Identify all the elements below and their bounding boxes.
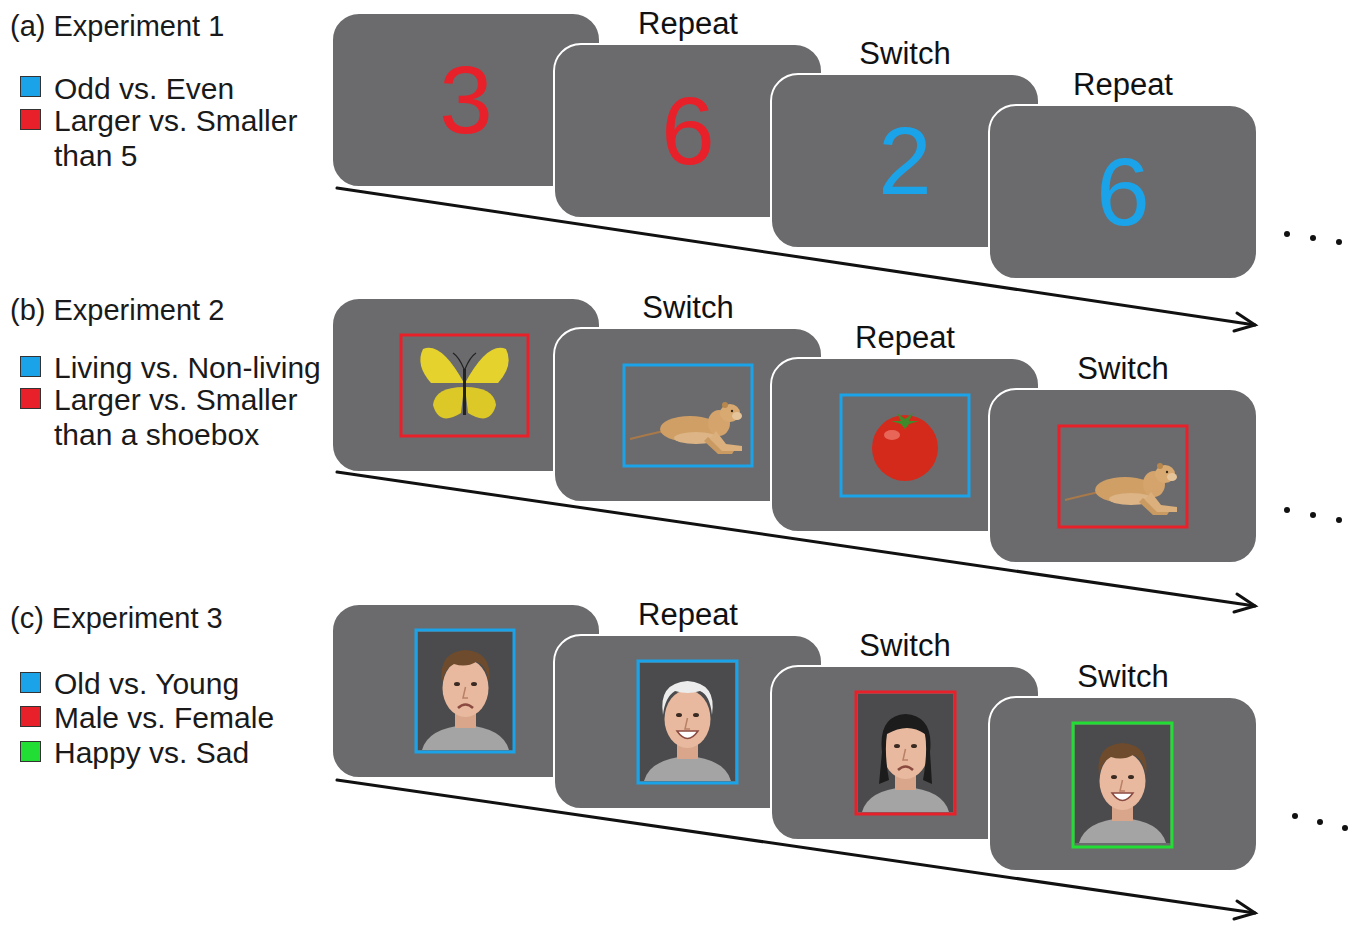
lioness-picture bbox=[630, 402, 742, 454]
panel-label: (b) Experiment 2 bbox=[10, 293, 224, 327]
legend-text: Larger vs. Smaller than 5 bbox=[54, 103, 344, 173]
stimulus-digit: 3 bbox=[439, 50, 492, 150]
illustration-shape bbox=[898, 767, 913, 771]
illustration-shape bbox=[441, 650, 489, 682]
legend-swatch bbox=[20, 672, 41, 693]
illustration-shape bbox=[1336, 239, 1342, 245]
illustration-shape bbox=[1310, 512, 1316, 518]
illustration-shape bbox=[337, 188, 1255, 325]
illustration-shape bbox=[463, 369, 466, 415]
trial-label: Switch bbox=[732, 628, 1078, 664]
illustration-shape bbox=[1336, 517, 1342, 523]
lioness-picture bbox=[1065, 463, 1177, 515]
butterfly-picture bbox=[420, 348, 508, 419]
illustration-shape bbox=[337, 472, 1255, 606]
illustration-shape bbox=[1098, 743, 1146, 775]
face-picture bbox=[858, 694, 953, 812]
illustration-shape bbox=[1317, 819, 1323, 825]
illustration-shape bbox=[624, 365, 752, 466]
stimulus-digit: 6 bbox=[1096, 142, 1149, 242]
illustration-shape bbox=[1342, 825, 1348, 831]
illustration-shape bbox=[630, 402, 742, 454]
illustration-shape bbox=[638, 661, 737, 783]
legend-text: Odd vs. Even bbox=[54, 71, 344, 106]
illustration-shape bbox=[1065, 463, 1177, 515]
illustration-shape bbox=[856, 692, 955, 814]
trial-label: Repeat bbox=[732, 320, 1078, 356]
trial-label: Repeat bbox=[950, 67, 1296, 103]
face-picture bbox=[1075, 725, 1170, 843]
face-picture bbox=[640, 663, 735, 781]
panel-label: (a) Experiment 1 bbox=[10, 9, 224, 43]
tomato-picture bbox=[872, 413, 938, 481]
illustration-shape bbox=[453, 353, 476, 369]
illustration-shape bbox=[1073, 723, 1172, 847]
illustration-shape bbox=[465, 387, 496, 418]
illustration-shape bbox=[458, 705, 473, 709]
legend-text: Living vs. Non-living bbox=[54, 350, 344, 385]
stimulus-card: Switch bbox=[988, 696, 1258, 872]
illustration-shape bbox=[1310, 235, 1316, 241]
illustration-shape bbox=[1234, 594, 1255, 612]
illustration-shape bbox=[1284, 507, 1290, 513]
legend-swatch bbox=[20, 109, 41, 130]
legend-swatch bbox=[20, 76, 41, 97]
illustration-shape bbox=[420, 348, 464, 383]
illustration-shape bbox=[433, 387, 464, 418]
illustration-shape bbox=[1059, 426, 1187, 527]
trial-label: Switch bbox=[950, 659, 1296, 695]
illustration-shape bbox=[1112, 793, 1133, 801]
legend-swatch bbox=[20, 356, 41, 377]
trial-label: Switch bbox=[950, 351, 1296, 387]
timeline-arrow bbox=[337, 188, 1255, 919]
stimulus-digit: 6 bbox=[661, 81, 714, 181]
legend-swatch bbox=[20, 741, 41, 762]
stimulus-card: Repeat6 bbox=[988, 104, 1258, 280]
illustration-shape bbox=[872, 415, 938, 481]
trial-label: Switch bbox=[515, 290, 861, 326]
illustration-shape bbox=[1234, 313, 1255, 331]
illustration-shape bbox=[401, 335, 528, 436]
trial-label: Repeat bbox=[515, 597, 861, 633]
illustration-shape bbox=[640, 663, 735, 781]
continuation-dots bbox=[1284, 231, 1348, 831]
illustration-shape bbox=[465, 348, 509, 383]
illustration-shape bbox=[879, 714, 932, 784]
stimulus-card: Switch bbox=[988, 388, 1258, 564]
cue-frames bbox=[401, 335, 1187, 847]
illustration-shape bbox=[858, 694, 953, 812]
legend-text: Larger vs. Smaller than a shoebox bbox=[54, 382, 344, 452]
legend-text: Happy vs. Sad bbox=[54, 735, 344, 770]
legend-text: Male vs. Female bbox=[54, 700, 344, 735]
legend-text: Old vs. Young bbox=[54, 666, 344, 701]
illustration-shape bbox=[662, 681, 712, 715]
trial-label: Repeat bbox=[515, 6, 861, 42]
legend-swatch bbox=[20, 388, 41, 409]
illustration-shape bbox=[841, 395, 969, 496]
illustration-shape bbox=[1075, 725, 1170, 843]
panel-label: (c) Experiment 3 bbox=[10, 601, 223, 635]
illustration-shape bbox=[884, 430, 900, 440]
illustration-shape bbox=[1284, 231, 1290, 237]
illustration-shape bbox=[337, 780, 1255, 913]
trial-label: Switch bbox=[732, 36, 1078, 72]
stimulus-digit: 2 bbox=[878, 111, 931, 211]
illustration-shape bbox=[891, 413, 919, 429]
face-picture bbox=[418, 632, 513, 750]
illustration-shape bbox=[1234, 901, 1255, 919]
illustration-shape bbox=[416, 630, 514, 752]
legend-swatch bbox=[20, 706, 41, 727]
illustration-shape bbox=[418, 632, 513, 750]
illustration-shape bbox=[1292, 813, 1298, 819]
illustration-shape bbox=[677, 731, 698, 739]
